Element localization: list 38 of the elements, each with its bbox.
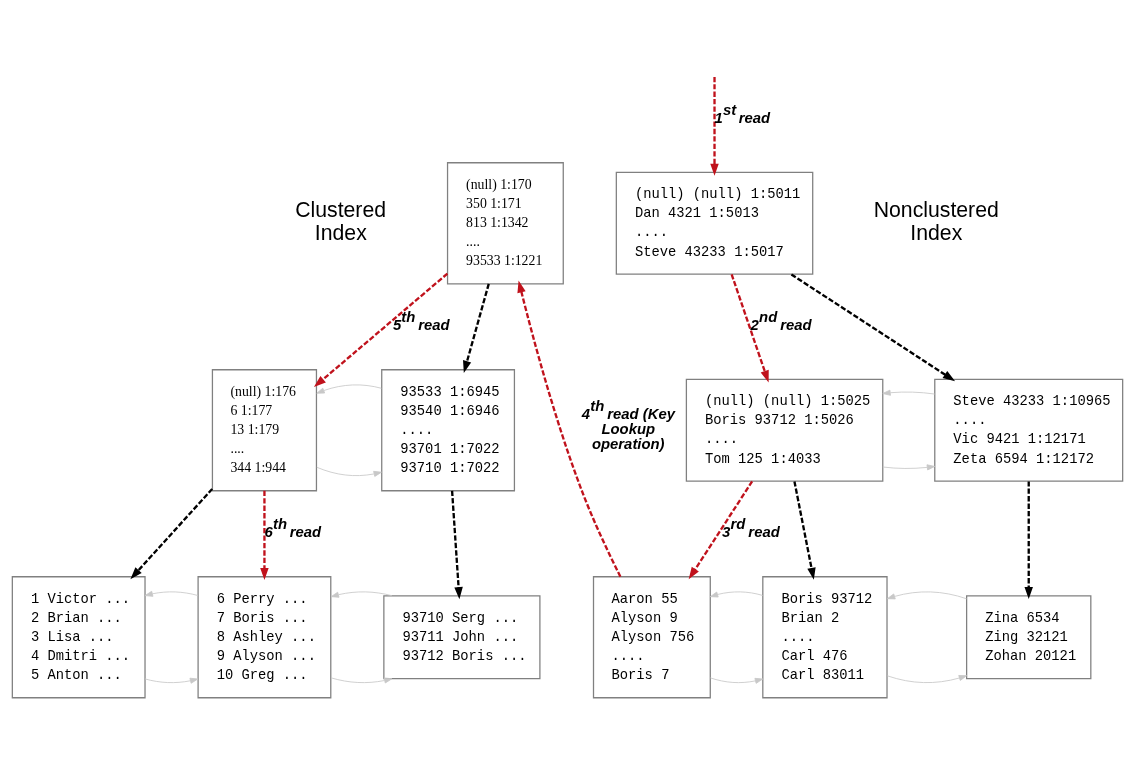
arrow [709,591,764,598]
arrow [144,677,199,684]
arrow [709,677,764,684]
arrow [887,675,968,684]
node-box: Aaron 55 Alyson 9 Alyson 756 .... Boris 7 [592,576,711,699]
arrow [130,488,214,580]
node-box: 6 Perry ... 7 Boris ... 8 Ashley ... 9 Alyson ... 10 Greg ... [197,576,332,699]
arrow [330,591,393,598]
node-box: 93710 Serg ... 93711 John ... 93712 Boris ... [383,595,541,680]
node-box: 1 Victor ... 2 Brian ... 3 Lisa ... 4 Dmitri ... 5 Anton ... [11,576,146,699]
label: Nonclustered Index [873,197,999,245]
node-box: (null) (null) 1:5011 Dan 4321 1:5013 .... Steve 43233 1:5017 [615,171,814,275]
arrow [463,283,490,373]
arrow [517,280,622,578]
node-box: (null) 1:176 6 1:177 13 1:179 .... 344 1:944 [211,369,318,492]
arrow [882,464,936,471]
arrow [688,480,754,580]
node-box: Boris 93712 Brian 2 .... Carl 476 Carl 83011 [762,576,888,699]
node-box: Steve 43233 1:10965 .... Vic 9421 1:12171 Zeta 6594 1:12172 [934,378,1124,482]
label: Clustered Index [295,197,387,245]
arrow [450,490,463,600]
arrow [313,272,449,388]
arrow [793,481,816,580]
arrow [882,389,936,396]
arrow [144,590,199,597]
arrow [730,274,769,383]
arrow [887,591,968,600]
node-box: (null) (null) 1:5025 Boris 93712 1:5026 .... Tom 125 1:4033 [685,378,884,482]
arrow [260,490,269,581]
node-box: (null) 1:170 350 1:171 813 1:1342 .... 93533 1:1221 [446,162,564,285]
arrow [790,273,956,382]
node-box: Zina 6534 Zing 32121 Zohan 20121 [966,595,1092,680]
arrow [316,384,382,394]
node-box: 93533 1:6945 93540 1:6946 .... 93701 1:7022 93710 1:7022 [381,369,516,492]
arrow [710,76,719,176]
arrow [1024,481,1033,600]
arrow [316,466,382,477]
arrow [330,677,393,684]
